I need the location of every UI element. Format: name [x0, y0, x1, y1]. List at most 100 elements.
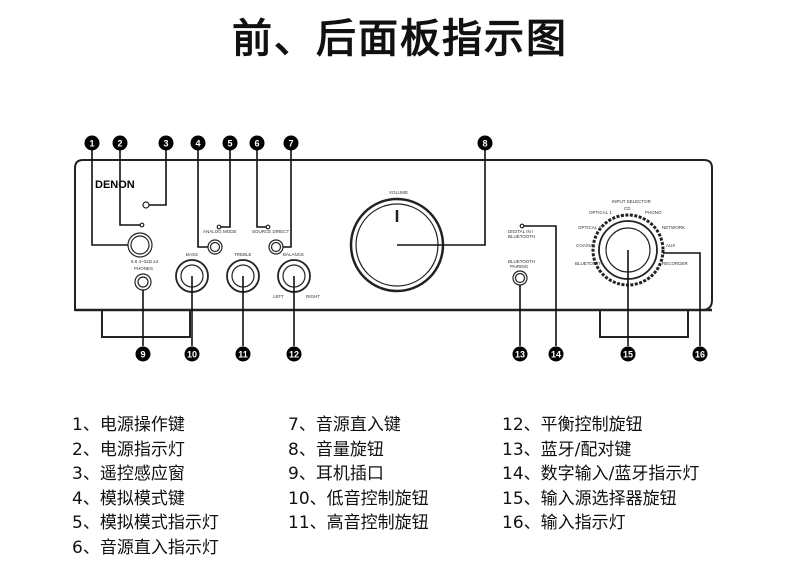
panel-label: OPTICAL 2 [578, 225, 601, 230]
legend-item: 14、数字输入/蓝牙指示灯 [502, 464, 700, 484]
leader-line [149, 150, 167, 206]
legend-item: 13、蓝牙/配对键 [502, 439, 632, 460]
panel-part-outline [512, 346, 528, 362]
callout-7: 7 [283, 135, 299, 151]
right-foot [599, 309, 689, 338]
panel-label: BLUETOOTH [575, 261, 602, 266]
callout-2: 2 [112, 135, 128, 151]
panel-label: BLUETOOTH [508, 234, 535, 239]
callout-14: 14 [548, 346, 564, 362]
phones-jack[interactable] [134, 273, 152, 291]
leader-line [663, 252, 701, 346]
legend-item: 6、音源直入指示灯 [72, 537, 219, 558]
panel-part-outline [137, 276, 149, 288]
panel-part-outline [270, 241, 282, 253]
legend-item: 7、音源直入键 [288, 415, 401, 435]
power-button[interactable] [127, 232, 153, 258]
callout-number: 11 [238, 350, 248, 360]
page-title: 前、后面板指示图 [232, 16, 568, 62]
panel-part-outline [514, 272, 526, 284]
leader-line [524, 225, 557, 346]
callout-11: 11 [235, 346, 251, 362]
panel-part-outline [283, 135, 299, 151]
callout-number: 5 [227, 139, 232, 149]
callout-15: 15 [620, 346, 636, 362]
leader-line [119, 150, 140, 226]
legend-item: 10、低音控制旋钮 [288, 488, 429, 509]
panel-part-outline [548, 346, 564, 362]
panel-label: VOLUME [389, 190, 408, 195]
legend-item: 8、音量旋钮 [288, 439, 384, 460]
panel-label: PHONO [645, 210, 662, 215]
callout-10: 10 [184, 346, 200, 362]
legend-column-1: 1、电源操作键 2、电源指示灯 3、遥控感应窗 4、模拟模式键 5、模拟模式指示… [72, 413, 219, 560]
legend-item: 2、电源指示灯 [72, 439, 185, 460]
panel-label: AUX [666, 243, 675, 248]
panel-part-outline [158, 135, 174, 151]
leader-line [283, 150, 292, 248]
callout-6: 6 [249, 135, 265, 151]
panel-part-outline [184, 346, 200, 362]
panel-part-outline [692, 346, 708, 362]
callout-number: 7 [288, 139, 293, 149]
panel-part-outline [249, 135, 265, 151]
panel-label: SOURCE DIRECT [252, 229, 290, 234]
legend-item: 15、输入源选择器旋钮 [502, 488, 677, 509]
callout-9: 9 [135, 346, 151, 362]
panel-outline [74, 159, 713, 311]
callout-number: 14 [551, 350, 561, 360]
callout-number: 10 [187, 350, 197, 360]
panel-label: RIGHT [306, 294, 320, 299]
brand-logo: DENON [95, 179, 135, 191]
leader-line: 6.8 4~32Ω ≥4 PHONES ANALOG MODE SOURCE D… [131, 190, 689, 299]
callout-number: 8 [482, 139, 487, 149]
legend-item: 16、输入指示灯 [502, 513, 626, 533]
remote-sensor [142, 201, 150, 209]
leader-line [397, 150, 486, 246]
legend-item: 11、高音控制旋钮 [288, 513, 429, 533]
panel-label: LEFT [273, 294, 284, 299]
legend-item: 3、遥控感应窗 [72, 464, 185, 484]
leader-line [197, 150, 208, 248]
callout-number: 3 [163, 139, 168, 149]
leader-line [74, 159, 713, 338]
callout-12: 12 [286, 346, 302, 362]
callout-number: 15 [623, 350, 633, 360]
callout-number: 6 [254, 139, 259, 149]
callout-number: 4 [195, 139, 200, 149]
leader-line [127, 197, 665, 293]
leader-line [221, 150, 231, 228]
panel-part-outline [222, 135, 238, 151]
callout-8: 8 [477, 135, 493, 151]
legend-item: 9、耳机插口 [288, 464, 384, 484]
leader-lines [91, 150, 701, 346]
callout-number: 13 [515, 350, 525, 360]
legend-item: 12、平衡控制旋钮 [502, 415, 643, 435]
panel-label: TREBLE [234, 252, 252, 257]
source-direct-indicator [265, 224, 271, 230]
leader-line [91, 150, 128, 246]
panel-label: CD [624, 206, 631, 211]
callout-number: 16 [695, 350, 705, 360]
panel-label: COAXIAL [576, 243, 596, 248]
panel-part-outline [130, 235, 150, 255]
callout-16: 16 [692, 346, 708, 362]
legend-column-3: 12、平衡控制旋钮 13、蓝牙/配对键 14、数字输入/蓝牙指示灯 15、输入源… [502, 413, 699, 536]
panel-label: RECORDER [662, 261, 689, 266]
panel-label: BASS [186, 252, 198, 257]
callout-number: 2 [117, 139, 122, 149]
callout-5: 5 [222, 135, 238, 151]
callout-number: 1 [89, 139, 94, 149]
legend-item: 1、电源操作键 [72, 415, 185, 435]
panel-part-outline [112, 135, 128, 151]
callout-3: 3 [158, 135, 174, 151]
leader-line [256, 150, 266, 228]
panel-part-outline [477, 135, 493, 151]
digital-bluetooth-indicator [519, 223, 525, 229]
panel-part-outline [620, 346, 636, 362]
legend-item: 5、模拟模式指示灯 [72, 513, 219, 533]
callout-number: 12 [289, 350, 299, 360]
panel-label: DIGITAL IN / [508, 229, 534, 234]
power-indicator [139, 222, 145, 228]
panel-label: BLUETOOTH [508, 259, 535, 264]
